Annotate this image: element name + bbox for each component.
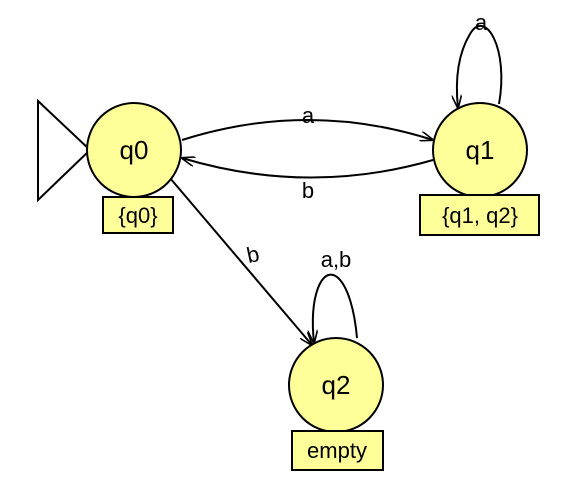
state-q2-label: q2 xyxy=(322,370,351,400)
state-q2-subset-box xyxy=(291,430,384,471)
edge-q2-self-loop xyxy=(313,273,358,343)
edge-label-q2-loop: a,b xyxy=(321,247,352,272)
edge-q0-q1 xyxy=(181,119,433,140)
state-q0[interactable]: q0 {q0} xyxy=(86,102,182,234)
state-q1-subset-box xyxy=(419,194,540,236)
state-q1[interactable]: q1 {q1, q2} xyxy=(419,102,540,236)
edge-q0-q2 xyxy=(169,177,312,345)
edge-label-q0-q2: b xyxy=(244,241,261,268)
state-q2-subset-label: empty xyxy=(307,438,367,463)
edge-label-q1-loop: a xyxy=(475,10,488,35)
edge-label-q0-q1: a xyxy=(302,103,315,128)
edge-q1-q0 xyxy=(182,158,434,179)
transition-q0-to-q2: b xyxy=(169,177,312,345)
edge-q1-self-loop xyxy=(457,25,503,108)
state-q2[interactable]: q2 empty xyxy=(288,337,384,471)
edge-label-q1-q0: b xyxy=(302,178,314,203)
initial-state-arrow xyxy=(37,98,92,203)
transition-q1-loop: a xyxy=(457,10,503,108)
transition-q1-to-q0: b xyxy=(182,158,434,203)
state-q0-subset-box xyxy=(102,196,174,234)
state-q0-label: q0 xyxy=(120,135,149,165)
transition-q0-to-q1: a xyxy=(181,103,433,140)
transition-q2-loop: a,b xyxy=(313,247,358,343)
state-q0-subset-label: {q0} xyxy=(118,203,157,228)
state-q1-label: q1 xyxy=(466,135,495,165)
state-q1-subset-label: {q1, q2} xyxy=(442,203,518,228)
